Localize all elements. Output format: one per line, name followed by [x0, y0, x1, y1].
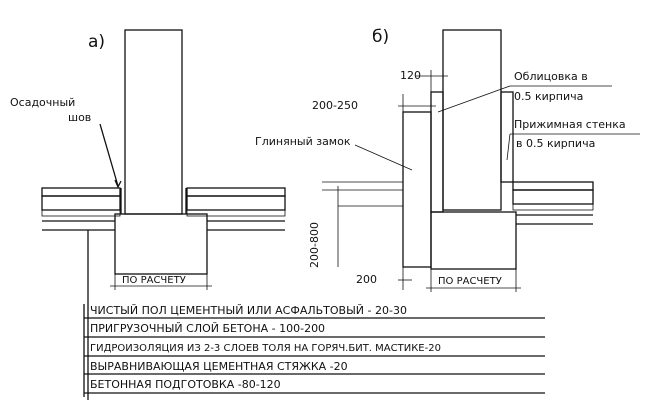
joint-label-line1: Осадочный: [10, 96, 75, 109]
layer-row-4: ВЫРАВНИВАЮЩАЯ ЦЕМЕНТНАЯ СТЯЖКА -20: [90, 360, 348, 373]
layer-row-1: ЧИСТЫЙ ПОЛ ЦЕМЕНТНЫЙ ИЛИ АСФАЛЬТОВЫЙ - 2…: [90, 304, 407, 317]
detail-a-title: а): [88, 32, 105, 52]
waterproof-left: [41, 209, 121, 217]
concrete-layer-right: [186, 195, 286, 211]
clay-lock-label: Глиняный замок: [255, 135, 351, 148]
clamp-label-2: в 0.5 кирпича: [516, 137, 595, 150]
waterproof-right: [186, 209, 286, 217]
dim-120: 120: [400, 69, 421, 82]
stone-wall-b: [442, 29, 502, 211]
joint-leader-arrow: [114, 179, 122, 189]
concrete-layer-b: [512, 189, 594, 205]
facing-leader: [437, 85, 511, 113]
brick-clamp-wall: [500, 91, 514, 183]
stone-wall: [124, 29, 183, 215]
stone-footing-b: [430, 211, 517, 270]
clamp-leader: [506, 133, 511, 161]
layers-table: ЧИСТЫЙ ПОЛ ЦЕМЕНТНЫЙ ИЛИ АСФАЛЬТОВЫЙ - 2…: [83, 304, 545, 397]
stone-footing: [114, 213, 208, 275]
concrete-layer-left: [41, 195, 121, 211]
layer-row-5: БЕТОННАЯ ПОДГОТОВКА -80-120: [90, 378, 281, 391]
brick-facing: [430, 91, 444, 213]
floor-finish-b: [512, 181, 594, 191]
dim-200-250: 200-250: [312, 99, 358, 112]
detail-a: а) Осадочный шов ПО РАСЧЕТУ: [10, 29, 286, 400]
facing-label-1: Облицовка в: [514, 70, 588, 83]
floor-finish-right: [186, 187, 286, 197]
clay-lock-leader: [354, 144, 413, 171]
dim-200: 200: [356, 273, 377, 286]
facing-label-2: 0.5 кирпича: [514, 90, 583, 103]
floor-finish-left: [41, 187, 121, 197]
waterproof-b: [512, 203, 594, 211]
footing-label-a: ПО РАСЧЕТУ: [122, 275, 186, 286]
dim-200-800: 200-800: [308, 222, 321, 268]
clamp-label-1: Прижимная стенка: [514, 118, 626, 131]
joint-leader: [99, 123, 119, 187]
clay-lock-fill: [402, 111, 432, 268]
joint-label-line2: шов: [68, 111, 91, 124]
detail-b-title: б): [372, 27, 389, 47]
detail-b: б) 200-800 200-250 120: [255, 27, 640, 292]
footing-label-b: ПО РАСЧЕТУ: [438, 276, 502, 287]
layer-row-2: ПРИГРУЗОЧНЫЙ СЛОЙ БЕТОНА - 100-200: [90, 322, 325, 335]
layer-row-3: ГИДРОИЗОЛЯЦИЯ ИЗ 2-3 СЛОЕВ ТОЛЯ НА ГОРЯЧ…: [90, 343, 441, 354]
